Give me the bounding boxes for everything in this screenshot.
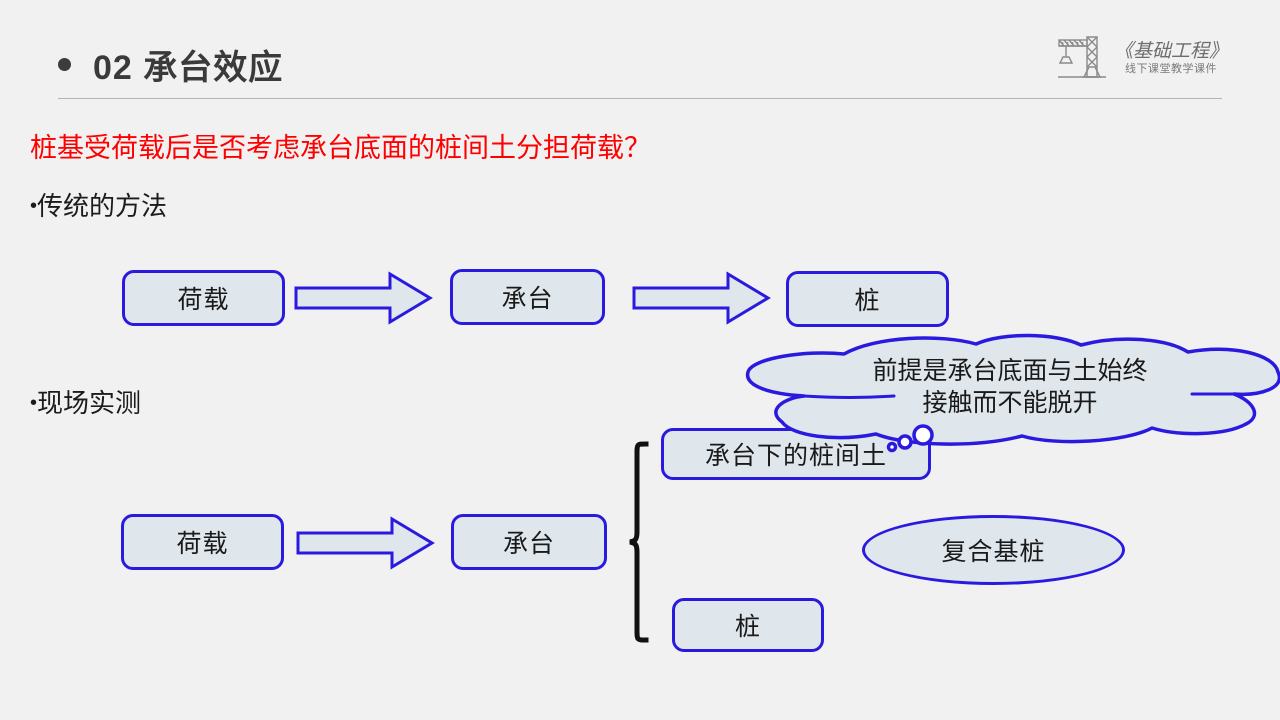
thought-cloud-icon bbox=[746, 333, 1280, 453]
curly-brace-icon bbox=[629, 441, 649, 643]
page-title-text: 02 承台效应 bbox=[93, 49, 284, 87]
crane-icon bbox=[1057, 36, 1106, 78]
node-composite-pile: 复合基桩 bbox=[862, 515, 1125, 585]
node-load-measured: 荷载 bbox=[121, 514, 284, 570]
callout-line-1: 前提是承台底面与土始终 bbox=[872, 357, 1148, 385]
node-pilecap-traditional: 承台 bbox=[450, 269, 605, 325]
page-title: 02 承台效应 bbox=[58, 40, 283, 89]
block-arrow-right-icon bbox=[294, 271, 433, 325]
bullet-marker: • bbox=[30, 195, 38, 217]
header-divider bbox=[58, 98, 1222, 99]
logo-title: 《基础工程》 bbox=[1113, 40, 1228, 62]
bullet-label: 传统的方法 bbox=[37, 191, 168, 221]
question-text: 桩基受荷载后是否考虑承台底面的桩间土分担荷载？ bbox=[30, 133, 651, 163]
bullet-marker: • bbox=[30, 392, 38, 414]
node-pile-traditional: 桩 bbox=[786, 271, 949, 327]
block-arrow-right-icon bbox=[632, 271, 771, 325]
node-load-traditional: 荷载 bbox=[122, 270, 285, 326]
bullet-item-measured: •现场实测 bbox=[30, 383, 141, 420]
callout-text: 前提是承台底面与土始终 接触而不能脱开 bbox=[770, 355, 1250, 419]
bullet-label: 现场实测 bbox=[37, 388, 142, 418]
course-logo: 《基础工程》 线下课堂教学课件 bbox=[1056, 33, 1228, 83]
node-pilecap-measured: 承台 bbox=[451, 514, 607, 570]
logo-text-block: 《基础工程》 线下课堂教学课件 bbox=[1114, 41, 1228, 75]
bullet-dot-icon bbox=[58, 58, 71, 71]
node-pile-measured: 桩 bbox=[672, 598, 824, 652]
logo-subtitle: 线下课堂教学课件 bbox=[1124, 62, 1217, 75]
bullet-item-traditional: •传统的方法 bbox=[30, 186, 167, 223]
callout-line-2: 接触而不能脱开 bbox=[922, 389, 1098, 417]
block-arrow-right-icon bbox=[296, 516, 435, 570]
